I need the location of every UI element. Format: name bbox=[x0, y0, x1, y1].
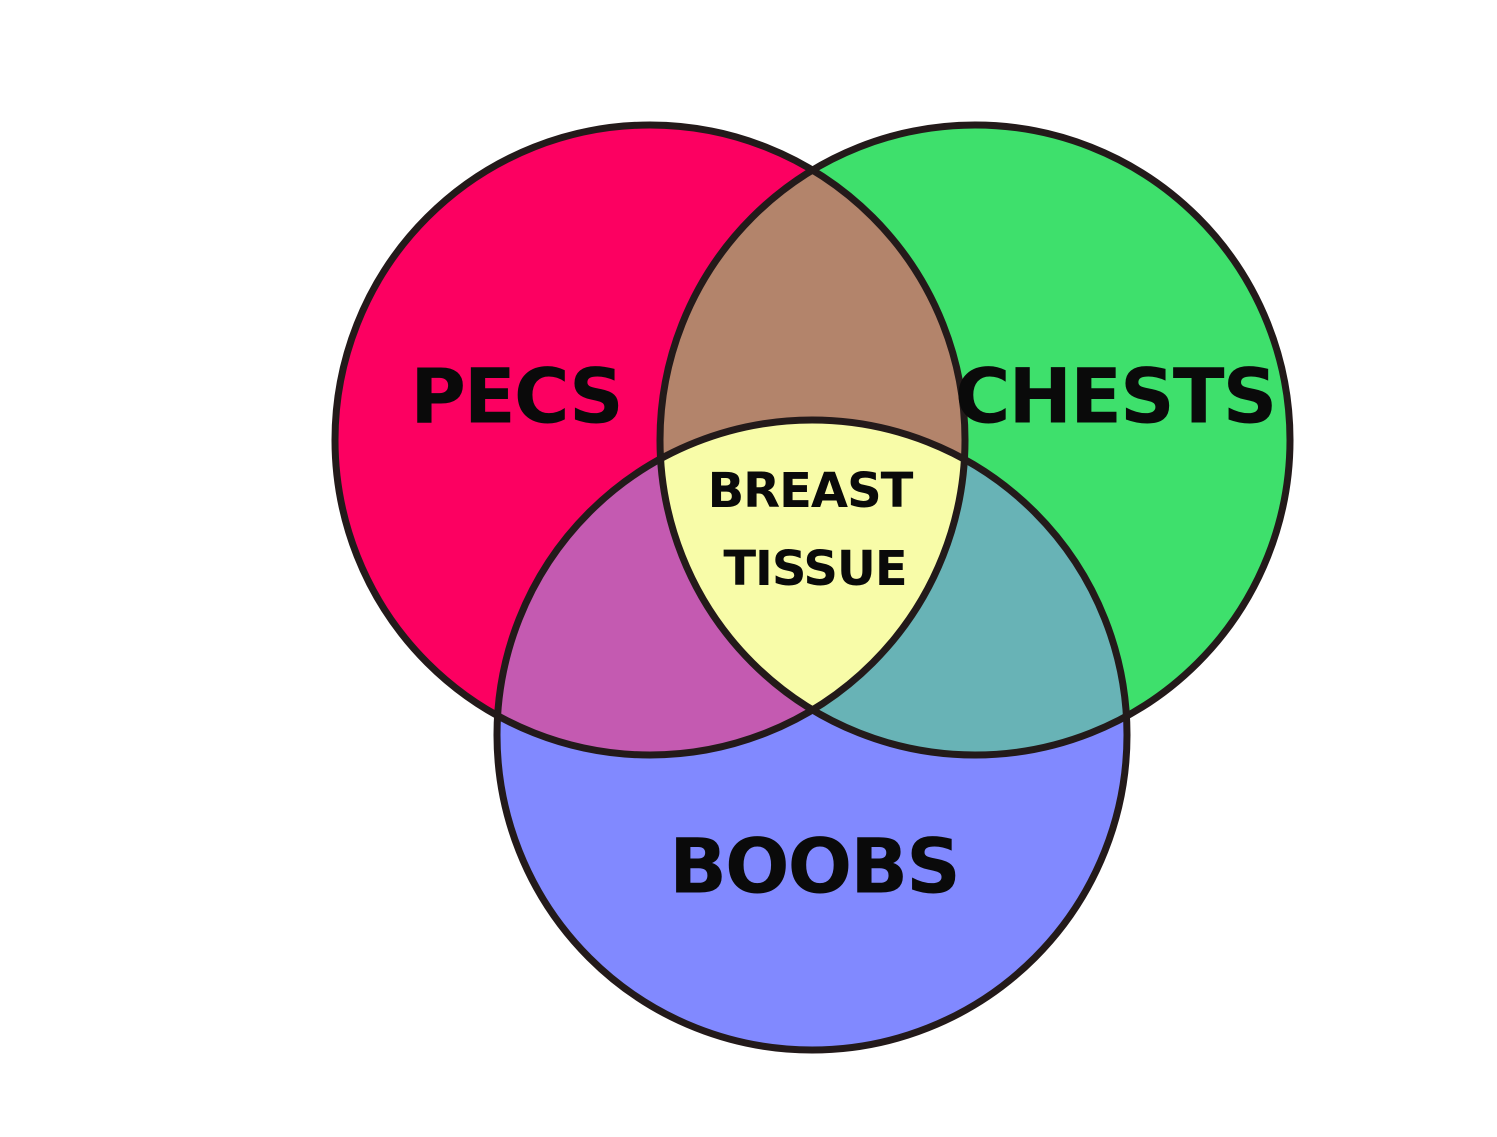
outline-chests bbox=[656, 121, 1294, 759]
label-boobs: BOOBS bbox=[669, 822, 959, 911]
label-center-line1: BREAST bbox=[708, 463, 914, 519]
label-center-line2: TISSUE bbox=[723, 541, 906, 597]
outline-pecs bbox=[331, 121, 969, 759]
outline-boobs bbox=[493, 416, 1131, 1054]
label-chests: CHESTS bbox=[955, 352, 1276, 441]
label-pecs: PECS bbox=[410, 352, 622, 441]
